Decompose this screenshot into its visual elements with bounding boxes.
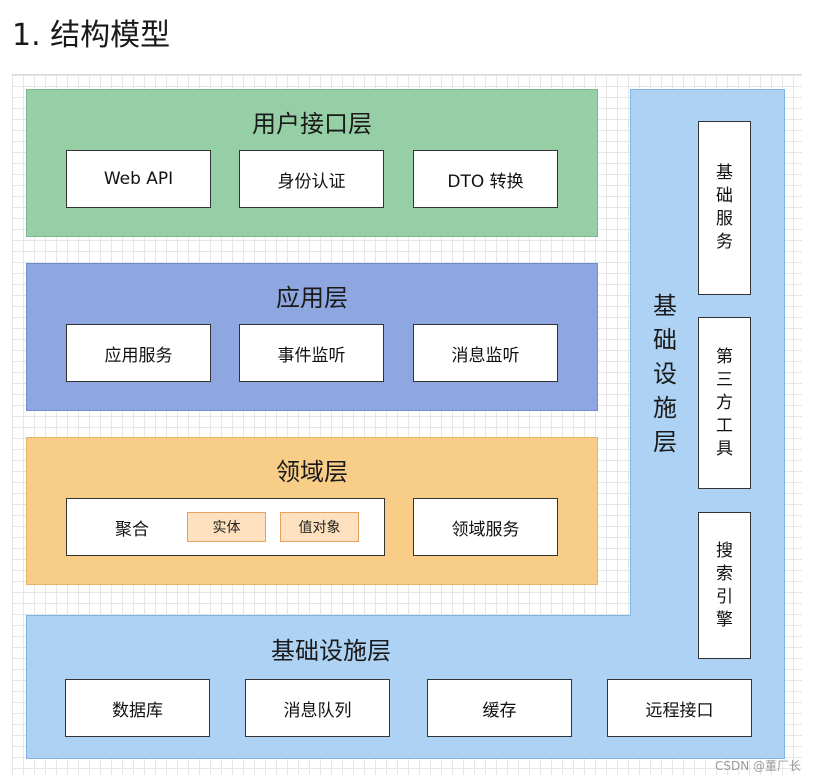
app-item-application-service: 应用服务	[66, 324, 211, 382]
app-layer: 应用层 应用服务 事件监听 消息监听	[26, 263, 598, 411]
app-item-event-listener: 事件监听	[239, 324, 384, 382]
ui-layer-title: 用户接口层	[252, 110, 372, 138]
infra-side-item-basic-services: 基 础 服 务	[698, 121, 751, 295]
infra-layer-vertical-title: 基 础 设 施 层	[653, 292, 677, 456]
infra-layer-title: 基础设施层	[271, 637, 391, 665]
aggregate-tag-entity: 实体	[187, 512, 266, 542]
aggregate-label: 聚合	[115, 519, 149, 540]
page-title: 1. 结构模型	[12, 18, 171, 53]
aggregate-tag-value-object: 值对象	[280, 512, 359, 542]
infra-side-item-search-engine: 搜 索 引 擎	[698, 512, 751, 659]
domain-layer-title: 领域层	[276, 458, 348, 486]
infra-item-message-queue: 消息队列	[245, 679, 390, 737]
ui-item-web-api: Web API	[66, 150, 211, 208]
infra-side-item-third-party-tools: 第 三 方 工 具	[698, 317, 751, 489]
ui-item-authentication: 身份认证	[239, 150, 384, 208]
domain-item-aggregate: 聚合 实体 值对象	[66, 498, 385, 556]
watermark: CSDN @董厂长	[714, 759, 801, 773]
diagram-canvas: 基 础 设 施 层 基 础 服 务 第 三 方 工 具 搜 索 引 擎 基础设施…	[12, 74, 802, 775]
app-item-message-listener: 消息监听	[413, 324, 558, 382]
ui-layer: 用户接口层 Web API 身份认证 DTO 转换	[26, 89, 598, 237]
app-layer-title: 应用层	[276, 284, 348, 312]
ui-item-dto-conversion: DTO 转换	[413, 150, 558, 208]
domain-item-domain-service: 领域服务	[413, 498, 558, 556]
infra-item-cache: 缓存	[427, 679, 572, 737]
infra-item-remote-interface: 远程接口	[607, 679, 752, 737]
infra-item-database: 数据库	[65, 679, 210, 737]
domain-layer: 领域层 聚合 实体 值对象 领域服务	[26, 437, 598, 585]
